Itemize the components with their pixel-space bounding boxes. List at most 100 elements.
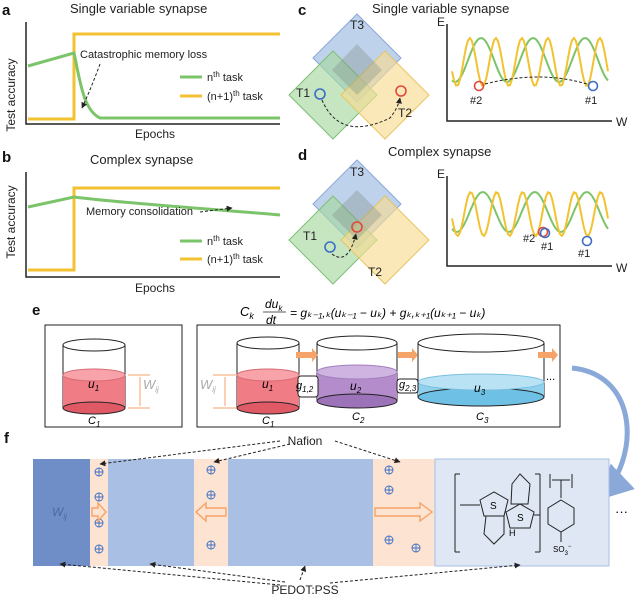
equation-rhs: = gₖ₋₁,ₖ(uₖ₋₁ − uₖ) + gₖ,ₖ₊₁(uₖ₊₁ − uₖ): [290, 306, 485, 320]
panel-a-title: Single variable synapse: [70, 1, 207, 16]
panel-a-axes: [25, 22, 280, 125]
bracket-left: [454, 473, 460, 553]
nafion-leader-1: [99, 440, 281, 467]
nafion-leader-3: [334, 440, 401, 464]
ion-plus: [95, 468, 103, 476]
single-cylinder: u1 Wij C1: [62, 338, 159, 429]
panel-c-min-1: [587, 80, 599, 92]
panel-b-legend-1: nth task: [207, 234, 244, 248]
chain-cylinder-2-surface: [316, 364, 398, 380]
panel-b-annotation: Memory consolidation: [86, 206, 193, 218]
panel-c-label-t3: T3: [350, 18, 364, 32]
panel-d-axis-w: W: [616, 261, 628, 275]
ion-plus: [385, 486, 393, 494]
panel-d-min-2-label: #2: [523, 233, 535, 245]
chain-c1-label: C1: [262, 415, 274, 429]
device-pedot-2: [228, 459, 373, 566]
chem-s-1: S: [490, 501, 497, 512]
chain-bonds: [460, 504, 540, 516]
panel-b: b Complex synapse Test accuracy Epochs M…: [2, 149, 281, 295]
device-w-label: Wij: [52, 505, 67, 521]
panel-letter-a: a: [2, 2, 11, 19]
panel-b-legend-2: (n+1)th task: [207, 252, 263, 266]
ion-plus: [95, 545, 103, 553]
panel-c-min-1-label: #1: [585, 95, 597, 107]
panel-d-title: Complex synapse: [388, 144, 491, 159]
panel-d-min-1b-label: #1: [578, 248, 590, 260]
panel-letter-b: b: [2, 149, 11, 166]
panel-a-annotation: Catastrophic memory loss: [80, 49, 208, 61]
panel-d-min-1a-label: #1: [541, 241, 553, 253]
chem-h: H: [509, 528, 516, 538]
panel-c-transition-arrow: [321, 97, 402, 128]
panel-b-annotation-arrow: [199, 205, 233, 213]
ion-plus: [207, 541, 215, 549]
chain-u3-label: u3: [474, 381, 486, 397]
ion-plus: [95, 493, 103, 501]
panel-d-yellow-landscape: [451, 191, 609, 238]
chain-cylinder-1: [236, 336, 300, 415]
panel-c-tile-t2: [340, 50, 430, 140]
panel-d-min-1b: [581, 235, 593, 247]
panel-a-green-curve: [27, 51, 280, 120]
panel-d: d Complex synapse T3 T1 T2 E W #2 #1 #1: [288, 144, 628, 285]
chain-w-label: Wij: [200, 377, 216, 394]
panel-b-title: Complex synapse: [90, 152, 193, 167]
device-pedot-1: [108, 459, 194, 566]
panel-d-label-t1: T1: [303, 229, 317, 243]
chain-flow-arrow-12: [296, 348, 318, 362]
chain-cylinder-1-bottom: [236, 401, 300, 415]
chain-cylinder-1-top: [236, 336, 300, 350]
panel-a: a Single variable synapse Test accuracy …: [2, 1, 280, 141]
chain-connector-23: [396, 378, 419, 394]
panel-a-yellow-curve: [28, 32, 280, 121]
panel-c-min-2-label: #2: [470, 95, 482, 107]
equation-numerator: duk: [265, 297, 283, 313]
panel-a-legend-2: (n+1)th task: [207, 89, 263, 103]
chain-c2-label: C2: [352, 411, 365, 425]
pedot-label: PEDOT:PSS: [271, 583, 338, 597]
panel-d-overlap: [332, 190, 382, 240]
nafion-label: Nafion: [288, 434, 323, 448]
panel-a-xlabel: Epochs: [135, 127, 175, 141]
single-cylinder-top: [62, 338, 126, 352]
equation-denominator: dt: [266, 313, 277, 327]
chain-c3-label: C3: [476, 411, 489, 425]
panel-c-overlap: [332, 44, 382, 95]
device-dark-electrode: [33, 459, 90, 566]
device-arrow-right-1: [91, 501, 107, 523]
ion-plus: [207, 466, 215, 474]
single-u-label: u1: [88, 377, 99, 393]
chain-ellipsis: ...: [546, 371, 555, 383]
chain-flow-arrow-23: [398, 348, 418, 362]
panel-c-title: Single variable synapse: [372, 1, 509, 16]
panel-d-state-blue: [324, 241, 336, 253]
chain-cylinder-1-surface: [236, 368, 300, 382]
single-w-label: Wij: [143, 377, 159, 394]
panel-c-state-red: [395, 85, 407, 97]
panel-d-tile-t2: [340, 195, 430, 285]
chain-u1-label: u1: [262, 377, 273, 393]
panel-c-axis-w: W: [616, 115, 628, 129]
chain-g12-label: g1,2: [296, 380, 314, 394]
panel-d-label-t3: T3: [350, 165, 364, 179]
device-arrow-right-2: [374, 501, 434, 523]
panel-b-yellow-curve: [28, 186, 280, 272]
panel-c-label-t1: T1: [296, 86, 310, 100]
panel-a-annotation-arrow: [81, 63, 101, 109]
dioxane-ring-1: [483, 515, 505, 545]
ion-plus: [412, 544, 420, 552]
single-cylinder-surface: [62, 368, 126, 382]
panel-c: c Single variable synapse T3 T1 T2 E W #…: [288, 1, 628, 140]
panel-d-green-landscape: [451, 191, 609, 233]
panel-c-label-t2: T2: [398, 106, 412, 120]
ion-plus: [385, 536, 393, 544]
panel-c-energy-axes: [446, 24, 612, 122]
pedot-leader-2: [149, 561, 286, 583]
device-pedot-3: [434, 458, 610, 567]
panel-f: f Nafion PEDOT:PSS Wij: [4, 430, 628, 597]
panel-d-energy-axes: [446, 176, 612, 267]
chain-cylinder-2-bottom: [316, 393, 398, 409]
panel-d-state-red: [351, 221, 363, 233]
single-cylinder-bottom: [62, 401, 126, 415]
